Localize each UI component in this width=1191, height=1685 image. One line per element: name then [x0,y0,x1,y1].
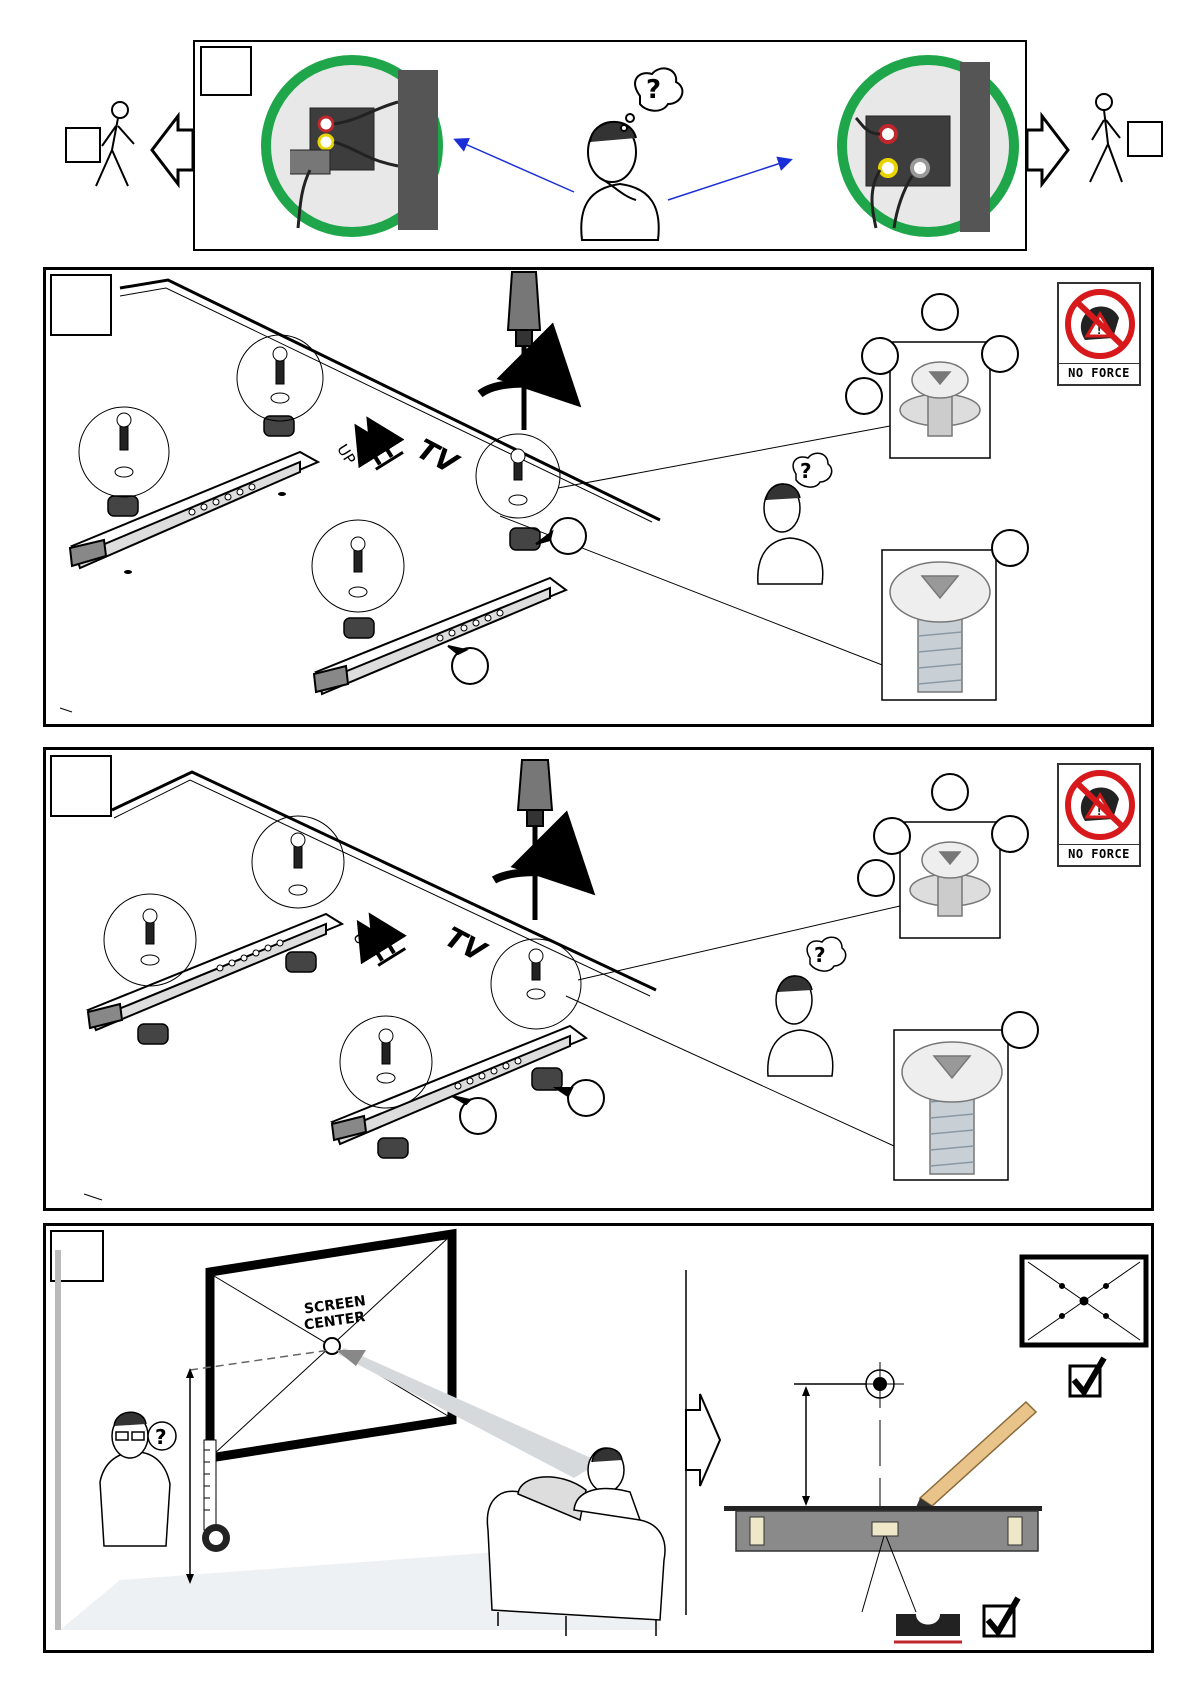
next-step-arrow [686,1394,720,1486]
tv-screen-icon [210,1234,452,1458]
level-bubble-icon [894,1614,962,1642]
check-mark-icon-2 [984,1598,1018,1636]
spirit-level-icon [736,1511,1038,1551]
pencil-icon [914,1402,1036,1512]
check-mark-icon-1 [1070,1358,1104,1396]
svg-text:?: ? [155,1425,167,1449]
